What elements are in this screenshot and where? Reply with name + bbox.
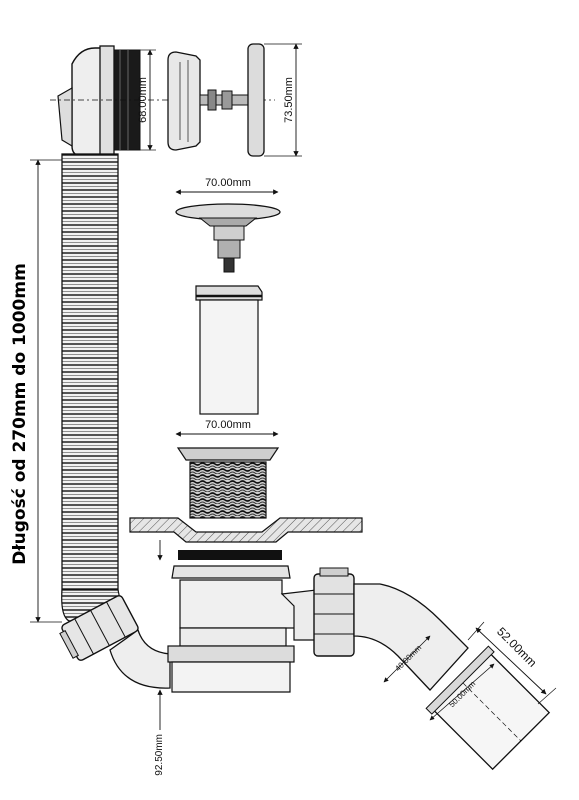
bath-section <box>129 517 363 543</box>
hose-connector <box>109 628 171 689</box>
plug-diameter-dimension: 70.00mm <box>205 177 251 189</box>
flexible-hose: Długość od 270mm do 1000mm <box>10 153 121 623</box>
overflow-cover <box>247 43 265 157</box>
threaded-section <box>189 461 267 519</box>
outlet-nut <box>313 567 355 657</box>
outlet-elbow <box>353 583 469 691</box>
hose-nut <box>59 595 139 661</box>
waste-body <box>195 285 263 415</box>
overflow-height-dimension: 68.00mm <box>137 77 149 123</box>
trap-body <box>167 565 317 693</box>
outlet-diameter-dimension: 52.00mm <box>494 625 539 670</box>
overflow-assembly: 68.00mm 73.50mm <box>50 43 302 159</box>
click-clack-plug: 70.00mm <box>175 177 281 273</box>
overflow-cover-dimension: 73.50mm <box>283 77 295 123</box>
waste-flange: 70.00mm <box>175 419 280 519</box>
hose-length-label: Długość od 270mm do 1000mm <box>10 263 30 565</box>
trap-height-dimension: 92.50mm <box>154 734 165 776</box>
washer <box>178 550 282 560</box>
overflow-flange <box>167 51 201 151</box>
flange-diameter-dimension: 70.00mm <box>205 419 251 431</box>
